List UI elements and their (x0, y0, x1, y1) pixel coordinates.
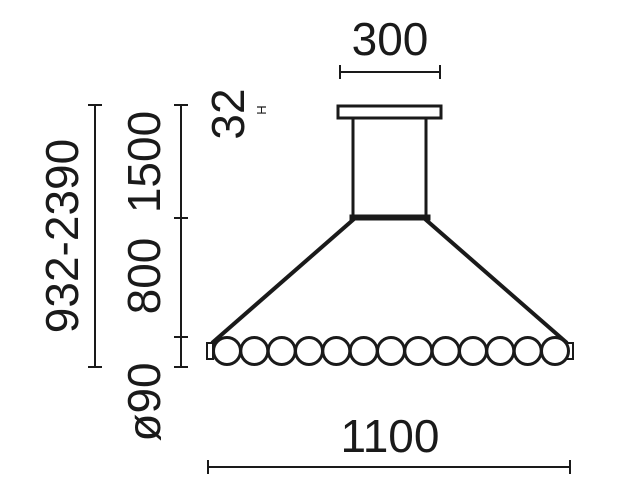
sphere-7 (376, 336, 406, 366)
sphere-ring (212, 336, 570, 366)
shade-top-ring (349, 214, 431, 221)
sphere-8 (403, 336, 434, 366)
sphere-5 (321, 336, 352, 366)
cable-length-label: 1500 (118, 111, 170, 213)
sphere-1 (212, 336, 242, 366)
dimension-lines (88, 65, 571, 474)
top-width-label: 300 (352, 13, 429, 65)
sphere-4 (294, 336, 324, 366)
shade-side-left (210, 217, 356, 345)
sphere-3 (266, 336, 297, 366)
ceiling-canopy (336, 104, 443, 120)
sphere-9 (430, 336, 461, 366)
sphere-13 (540, 336, 570, 366)
sphere-10 (458, 336, 488, 366)
shade-height-label: 800 (118, 238, 170, 315)
canopy-height-label: 32 (202, 88, 254, 139)
sphere-11 (485, 336, 516, 366)
sphere-diameter-label: ø90 (118, 362, 170, 441)
sphere-6 (348, 336, 379, 366)
shade-side-right (423, 217, 569, 345)
overall-height-label: 932-2390 (36, 139, 88, 333)
lamp-outline (206, 104, 574, 360)
sphere-2 (239, 336, 270, 366)
bottom-width-label: 1100 (341, 410, 440, 462)
canopy-height-marker: H (254, 105, 269, 114)
sphere-12 (512, 336, 543, 366)
